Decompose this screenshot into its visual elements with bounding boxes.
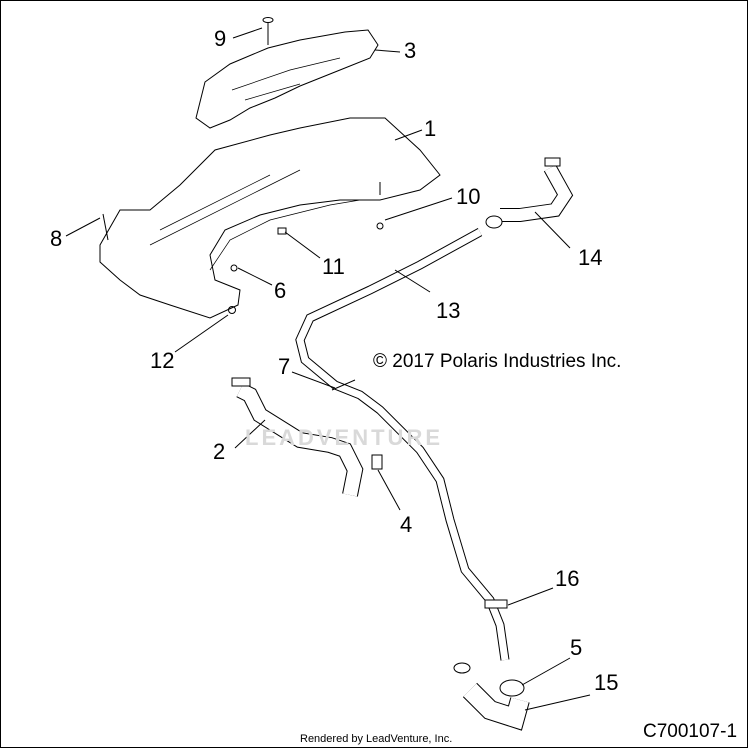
part-6-nut [230, 264, 238, 272]
callout-5: 5 [570, 635, 583, 660]
callout-9: 9 [214, 26, 227, 51]
callout-12: 12 [150, 348, 175, 373]
callout-10: 10 [456, 184, 481, 209]
rendered-by-text: Rendered by LeadVenture, Inc. [300, 733, 453, 745]
part-5-clamp [499, 679, 525, 697]
callout-1: 1 [424, 116, 437, 141]
copyright-notice: © 2017 Polaris Industries Inc. [373, 351, 622, 372]
callout-7: 7 [278, 354, 291, 379]
callout-6: 6 [274, 278, 287, 303]
callout-3: 3 [404, 38, 417, 63]
part-1-main-shield [99, 117, 441, 319]
callout-16: 16 [555, 566, 580, 591]
part-12-washer [228, 306, 236, 314]
leadventure-watermark: LEADVENTURE [245, 425, 444, 450]
callout-13: 13 [436, 298, 461, 323]
part-7-bolt [331, 379, 356, 391]
callout-15: 15 [594, 670, 619, 695]
part-16-clamp [484, 599, 508, 609]
callout-14: 14 [578, 245, 603, 270]
callout-4: 4 [400, 512, 413, 537]
callout-2: 2 [213, 439, 226, 464]
part-11-clip [277, 227, 287, 235]
callout-11: 11 [322, 254, 345, 279]
part-4-clip [371, 454, 383, 470]
callout-8: 8 [50, 226, 63, 251]
part-3-upper-shield [195, 29, 379, 129]
part-10-washer [376, 222, 384, 230]
part-8-screw [102, 213, 109, 241]
diagram-id: C700107-1 [643, 721, 738, 742]
